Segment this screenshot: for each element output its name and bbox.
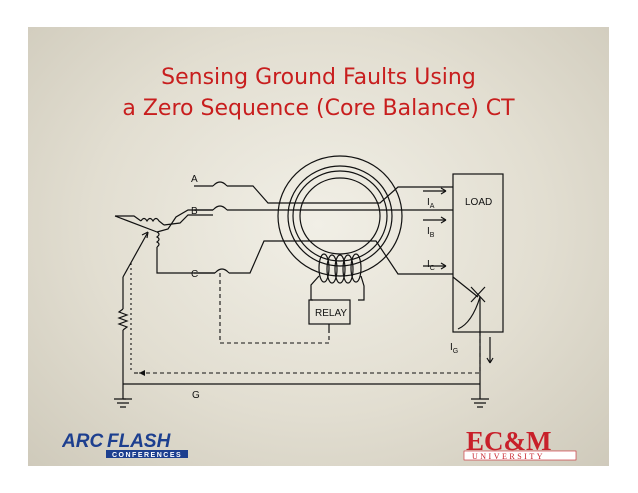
zero-sequence-ct-diagram: A B C LOAD RELAY G IA IB IC IG [114, 155, 504, 408]
label-current-b: IB [427, 226, 435, 239]
svg-text:UNIVERSITY: UNIVERSITY [472, 452, 545, 461]
arcflash-conferences-logo: ARC FLASH CONFERENCES [62, 431, 188, 459]
svg-text:CONFERENCES: CONFERENCES [112, 452, 182, 459]
slide: Sensing Ground Faults Using a Zero Seque… [28, 27, 609, 466]
current-arrow-c [423, 262, 447, 270]
ct-core-inner [287, 165, 393, 267]
crossover-b [212, 205, 228, 211]
title-line-1: Sensing Ground Faults Using [161, 65, 476, 90]
svg-text:ARC: ARC [62, 431, 103, 452]
ct-core-outer [277, 155, 403, 277]
current-arrow-a [423, 187, 447, 195]
ground-symbol-left [114, 398, 132, 408]
phase-a-to-load [298, 186, 453, 204]
label-current-g: IG [450, 342, 458, 355]
title-line-2: a Zero Sequence (Core Balance) CT [122, 96, 515, 121]
phase-a-wire [227, 185, 298, 204]
ground-symbol-right [471, 398, 489, 408]
label-current-a: IA [427, 197, 435, 210]
source-coil-a [140, 217, 165, 226]
label-current-c: IC [427, 259, 435, 272]
label-relay: RELAY [315, 308, 347, 319]
label-phase-c: C [191, 269, 198, 280]
label-ground: G [192, 390, 200, 401]
label-load: LOAD [465, 197, 492, 208]
dashed-return-path [138, 332, 481, 374]
crossover-a [212, 181, 228, 187]
current-arrow-b [423, 216, 447, 224]
ct-secondary-winding [310, 253, 365, 301]
source-coil-b [155, 231, 160, 248]
load-box [452, 173, 504, 333]
dashed-relay-path [219, 273, 330, 344]
return-arrowhead [139, 370, 145, 376]
fault-path [452, 276, 479, 298]
label-phase-b: B [191, 206, 198, 217]
fault-x [470, 286, 486, 303]
wye-source [114, 209, 215, 278]
phase-c-wire [229, 240, 298, 274]
phase-c-to-load [298, 240, 453, 275]
current-arrow-g [486, 337, 494, 364]
slide-title: Sensing Ground Faults Using a Zero Seque… [28, 62, 609, 124]
ecm-university-logo: EC&M UNIVERSITY [463, 426, 577, 461]
svg-text:FLASH: FLASH [107, 431, 172, 452]
grounding-resistor [117, 308, 129, 331]
crossover-c [214, 268, 230, 274]
label-phase-a: A [191, 174, 198, 185]
